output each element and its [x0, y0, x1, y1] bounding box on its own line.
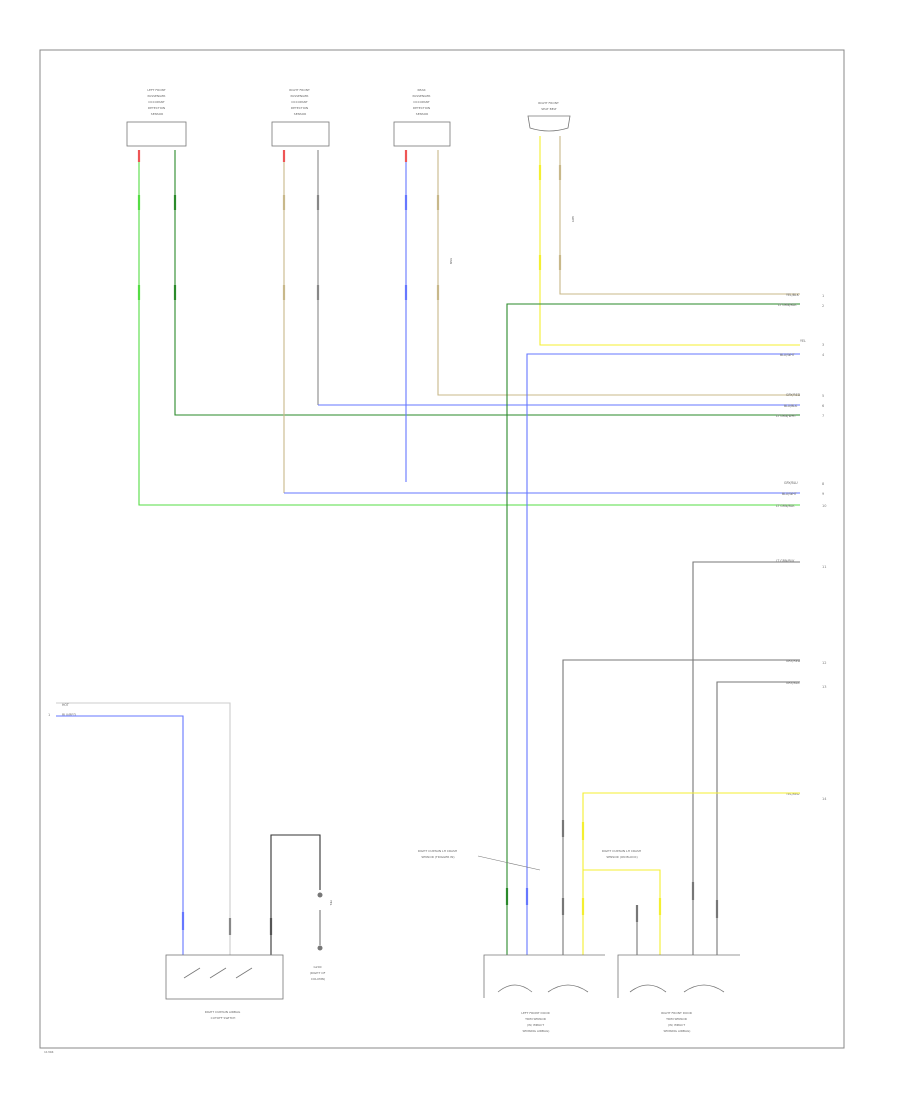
component-label: REAR PASSENGER OCCUPANT DETECTION SENSOR: [413, 88, 432, 116]
wire-label: YEL/RED: [786, 792, 800, 796]
wire-label: GRY/RED: [786, 393, 801, 397]
component-label: RIGHT FRONT DOOR TRIM SENSOR (W/ IMPACT …: [661, 1011, 693, 1033]
wire-label: GRY/RED: [786, 659, 801, 663]
wire-label: BLU/RED: [62, 713, 76, 717]
left-labels: HOT BLU/RED 1: [48, 703, 76, 717]
component-label: RIGHT FRONT PASSENGER OCCUPANT DETECTION…: [289, 88, 311, 116]
wires-switch: [56, 702, 321, 955]
pin-number: 3: [822, 343, 824, 347]
bottom-connector-ticks: [505, 820, 719, 922]
wires-bottom-right: [562, 561, 800, 955]
component-right-front-sensor: RIGHT FRONT PASSENGER OCCUPANT DETECTION…: [271, 88, 330, 147]
wire-label: BLU/WHT: [782, 492, 797, 496]
ground-g200: G200 (RIGHT OF COLUMN): [310, 892, 327, 981]
pin-number: 13: [822, 685, 826, 689]
wire-label: GRY/BLU: [784, 481, 798, 485]
pin-number: 2: [822, 304, 824, 308]
component-left-door-sensor: LEFT FRONT DOOR TRIM SENSOR (W/ IMPACT S…: [483, 954, 605, 1033]
component-rear-sensor: REAR PASSENGER OCCUPANT DETECTION SENSOR: [393, 88, 451, 147]
pin-number: 1: [48, 713, 50, 717]
component-label: LEFT FRONT PASSENGER OCCUPANT DETECTION …: [147, 88, 166, 116]
pin-number: 1: [822, 294, 824, 298]
component-airbag-cutoff-switch: RIGHT CURTAIN AIRBAG CUTOFF SWITCH: [165, 954, 284, 1020]
note-left-leader: [477, 855, 541, 871]
pin-number: 9: [822, 492, 824, 496]
wire-tag-tan: TAN: [449, 257, 453, 264]
note-left: RIGHT CURTAIN LH CRASH SENSOR (TRIGGER I…: [418, 849, 458, 859]
pin-number: 4: [822, 353, 825, 357]
component-right-door-sensor: RIGHT FRONT DOOR TRIM SENSOR (W/ IMPACT …: [617, 954, 740, 1033]
page-ref: 11304: [44, 1050, 54, 1054]
note-right: RIGHT CURTAIN LH CRASH SENSOR (ON BLOCK): [602, 849, 642, 859]
wire-label: YEL: [800, 339, 806, 343]
pin-number: 5: [822, 394, 824, 398]
component-label: LEFT FRONT DOOR TRIM SENSOR (W/ IMPACT S…: [521, 1011, 550, 1033]
wire-tag-yel: YEL: [329, 900, 333, 906]
pin-number: 7: [822, 414, 824, 418]
hot-label: HOT: [62, 703, 69, 707]
ground-label: G200 (RIGHT OF COLUMN): [310, 965, 327, 981]
wire-label: YEL/BLK: [786, 293, 800, 297]
connector-ticks: [137, 150, 562, 300]
pin-number: 11: [822, 565, 826, 569]
component-label: RIGHT FRONT SEAT BELT: [538, 101, 560, 111]
wire-tag-gry: GRY: [571, 216, 575, 222]
pin-number: 12: [822, 661, 826, 665]
component-seat-belt: RIGHT FRONT SEAT BELT: [527, 101, 571, 132]
wire-label: BLU/BLK: [784, 404, 798, 408]
pin-number: 8: [822, 482, 824, 486]
switch-ticks: [181, 912, 273, 935]
pin-number: 6: [822, 404, 824, 408]
wire-label: LT GRN/WHT: [776, 414, 796, 418]
diagram-frame: [39, 49, 845, 1049]
wire-label: BLU/WHT: [780, 353, 795, 357]
pin-number: 14: [822, 797, 827, 801]
wire-label: LT GRN/BLK: [776, 504, 795, 508]
wire-label: LT GRN/BLK: [778, 303, 797, 307]
component-label: RIGHT CURTAIN AIRBAG CUTOFF SWITCH: [205, 1010, 242, 1020]
right-labels: YEL/BLK 1 LT GRN/BLK 2 YEL 3 BLU/WHT 4 G…: [776, 293, 827, 801]
wire-label: LT GRN/BLK: [776, 559, 795, 563]
pin-number: 10: [822, 504, 826, 508]
component-left-front-sensor: LEFT FRONT PASSENGER OCCUPANT DETECTION …: [126, 88, 187, 147]
wire-label: GRY/BLK: [786, 681, 800, 685]
wires-top: [138, 136, 800, 955]
